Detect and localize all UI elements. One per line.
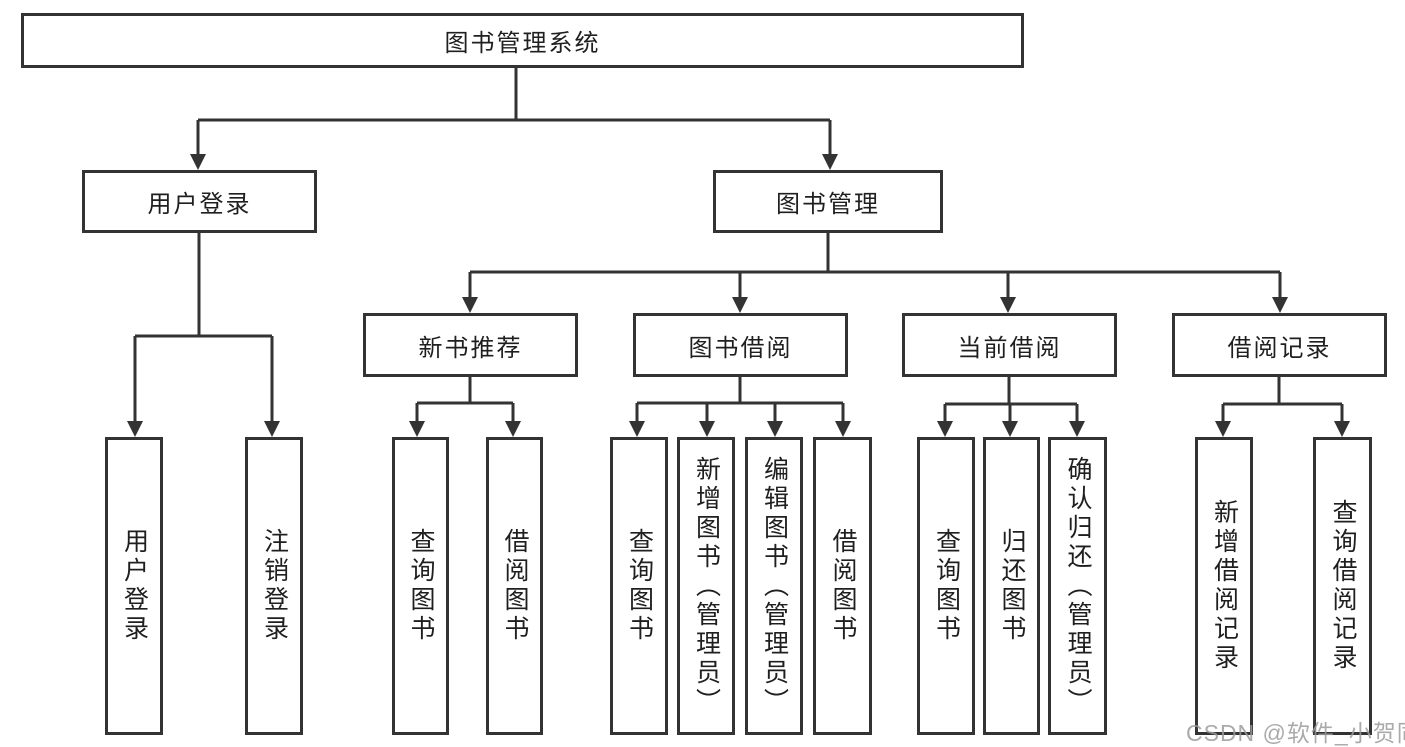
leaf-query-books-borrow: 查询图书 xyxy=(610,437,668,735)
leaf-edit-books-admin: 编辑图书（管理员） xyxy=(745,437,803,735)
leaf-query-books-current: 查询图书 xyxy=(917,437,975,735)
node-label: 注销登录 xyxy=(260,528,289,644)
leaf-confirm-return-admin: 确认归还（管理员） xyxy=(1048,437,1107,735)
node-label: 借阅图书 xyxy=(829,528,857,644)
node-label: 图书借阅 xyxy=(688,334,793,362)
node-library-system: 图书管理系统 xyxy=(21,13,1024,68)
node-label: 查询图书 xyxy=(932,528,961,644)
connector-user-login-branch xyxy=(127,233,280,437)
leaf-add-books-admin: 新增图书（管理员） xyxy=(677,437,735,735)
node-book-management: 图书管理 xyxy=(713,170,943,233)
node-current-borrow: 当前借阅 xyxy=(902,313,1117,377)
node-label: 新增借阅记录 xyxy=(1210,499,1239,673)
node-label: 借阅图书 xyxy=(501,528,529,644)
node-label: 新书推荐 xyxy=(418,334,523,362)
node-label: 编辑图书（管理员） xyxy=(760,455,789,717)
node-label: 查询图书 xyxy=(407,528,435,644)
leaf-logout: 注销登录 xyxy=(245,437,303,735)
node-book-borrow: 图书借阅 xyxy=(633,313,848,377)
connector-book-borrow-branch xyxy=(629,377,851,437)
leaf-query-books-recommend: 查询图书 xyxy=(392,437,449,735)
leaf-user-login: 用户登录 xyxy=(105,437,163,735)
leaf-borrow-books-recommend: 借阅图书 xyxy=(486,437,543,735)
leaf-add-borrow-record: 新增借阅记录 xyxy=(1195,437,1253,735)
node-new-book-recommend: 新书推荐 xyxy=(363,313,578,377)
node-label: 查询借阅记录 xyxy=(1329,499,1357,673)
connector-borrow-record-branch xyxy=(1215,377,1350,437)
connector-book-management-branch xyxy=(462,233,1288,313)
node-label: 查询图书 xyxy=(625,528,654,644)
node-label: 借阅记录 xyxy=(1227,334,1332,362)
leaf-borrow-books: 借阅图书 xyxy=(813,437,872,735)
node-user-login: 用户登录 xyxy=(82,170,317,233)
node-label: 新增图书（管理员） xyxy=(692,455,721,717)
node-label: 图书管理 xyxy=(776,191,880,218)
node-label: 图书管理系统 xyxy=(444,30,601,57)
leaf-return-books: 归还图书 xyxy=(983,437,1040,735)
node-borrow-record: 借阅记录 xyxy=(1172,313,1387,377)
node-label: 用户登录 xyxy=(147,191,252,218)
connector-new-book-branch xyxy=(409,377,521,437)
node-label: 用户登录 xyxy=(120,528,149,644)
node-label: 当前借阅 xyxy=(957,334,1062,362)
connector-current-borrow-branch xyxy=(937,377,1085,437)
connector-root-branch xyxy=(190,68,838,170)
csdn-watermark: CSDN @软件_小贺同学 xyxy=(1186,720,1405,746)
node-label: 确认归还（管理员） xyxy=(1064,455,1092,717)
node-label: 归还图书 xyxy=(998,528,1026,644)
leaf-query-borrow-record: 查询借阅记录 xyxy=(1313,437,1372,735)
